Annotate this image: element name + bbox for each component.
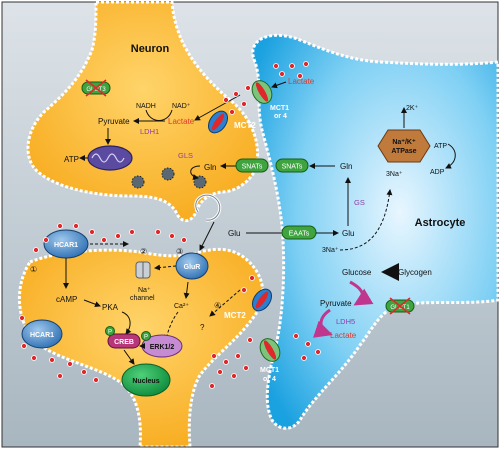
mct2-transporter-top bbox=[207, 110, 229, 134]
erk-label: ERK1/2 bbox=[150, 344, 175, 351]
creb-label: CREB bbox=[114, 339, 134, 346]
atpase-line1-label: Na⁺/K⁺ bbox=[392, 139, 416, 146]
eaats-transporter: EAATs bbox=[281, 225, 317, 240]
glut3-label: GLUT3 bbox=[86, 87, 106, 93]
step2-label: ② bbox=[140, 247, 147, 256]
atpase-line2-label: ATPase bbox=[391, 148, 416, 155]
lactate-molecule-dots bbox=[19, 61, 321, 389]
pyruvate-label: Pyruvate bbox=[98, 117, 130, 126]
na-channel bbox=[135, 261, 151, 279]
nucleus: Nucleus bbox=[121, 363, 171, 397]
glut3-transporter: GLUT3 bbox=[81, 79, 111, 97]
mct1-top-line1: MCT1 bbox=[270, 105, 289, 112]
glycolysis-arrow bbox=[349, 280, 374, 306]
eaats-label: EAATs bbox=[289, 231, 310, 238]
gln-astro-label: Gln bbox=[340, 162, 352, 171]
glut1-transporter: GLUT1 bbox=[385, 297, 415, 315]
atp-label: ATP bbox=[64, 155, 79, 164]
na-channel-line2: channel bbox=[130, 295, 155, 302]
adp-label: ADP bbox=[430, 169, 445, 176]
glu-synapse-label: Glu bbox=[228, 229, 240, 238]
na-k-atpase: Na⁺/K⁺ ATPase bbox=[377, 129, 431, 163]
atp-hydrolysis-arrow bbox=[445, 143, 456, 169]
glu-to-glur-arrow bbox=[199, 221, 215, 251]
creb-protein: CREB P bbox=[105, 326, 141, 349]
snats-left-label: SNATs bbox=[242, 164, 263, 171]
pka-label: PKA bbox=[102, 303, 119, 312]
hcar1-receptor-top: HCAR1 bbox=[43, 229, 89, 259]
lactate-astro-bottom-label: Lactate bbox=[330, 331, 357, 340]
pka-to-creb-arrow bbox=[121, 311, 132, 335]
mct2-transporter-bottom bbox=[251, 288, 273, 312]
step4-label: ④ bbox=[214, 301, 221, 310]
creb-to-nucleus-arrow bbox=[123, 349, 135, 365]
vesicle-fusion-outline bbox=[195, 194, 221, 221]
glur-label: GluR bbox=[184, 264, 201, 271]
hcar1-bottom-label: HCAR1 bbox=[30, 332, 54, 339]
pyruvate-to-lactate-arrow bbox=[312, 308, 333, 338]
k2-label: 2K⁺ bbox=[406, 105, 419, 112]
mitochondrion-icon bbox=[87, 145, 133, 171]
mct2-top-label: MCT2 bbox=[234, 121, 256, 130]
step3-label: ③ bbox=[176, 247, 183, 256]
na-to-pump-arrow bbox=[339, 189, 393, 251]
nad-label: NAD⁺ bbox=[172, 103, 191, 110]
gs-label: GS bbox=[354, 198, 365, 207]
neuron-top-body bbox=[26, 0, 259, 223]
mct1-bottom-line1: MCT1 bbox=[260, 367, 279, 374]
snats-right-label: SNATs bbox=[282, 164, 303, 171]
glycogen-label: Glycogen bbox=[398, 268, 432, 277]
ldh1-label: LDH1 bbox=[140, 127, 159, 136]
lactate-uptake-arrow bbox=[194, 94, 241, 121]
gln-to-glu-arrow bbox=[190, 165, 201, 180]
snats-left-transporter: SNATs bbox=[235, 158, 269, 173]
gls-label: GLS bbox=[178, 151, 193, 160]
gln-neuron-label: Gln bbox=[204, 163, 216, 172]
glur-receptor: GluR bbox=[175, 252, 209, 280]
phospho-p-label-2: P bbox=[144, 335, 148, 341]
na3-top-label: 3Na⁺ bbox=[386, 171, 403, 178]
ldh5-label: LDH5 bbox=[336, 317, 355, 326]
glur-to-ca-arrow bbox=[183, 281, 190, 299]
hcar1-receptor-bottom: HCAR1 bbox=[21, 319, 63, 349]
phospho-p-label: P bbox=[108, 330, 112, 336]
ca-to-erk-arrow bbox=[164, 311, 179, 341]
camp-to-pka-arrow bbox=[83, 299, 101, 308]
nucleus-label: Nucleus bbox=[132, 378, 159, 385]
unknown-label: ? bbox=[200, 323, 205, 332]
camp-label: cAMP bbox=[56, 295, 77, 304]
glut1-label: GLUT1 bbox=[390, 305, 410, 311]
snats-right-transporter: SNATs bbox=[275, 158, 309, 173]
mct1-bottom-line2: or 4 bbox=[263, 376, 276, 383]
pyruvate-astro-label: Pyruvate bbox=[320, 299, 352, 308]
atp-astro-label: ATP bbox=[434, 143, 447, 150]
nadh-label: NADH bbox=[136, 103, 156, 110]
lactate-export-arrow bbox=[271, 81, 287, 89]
glucose-label: Glucose bbox=[342, 268, 372, 277]
mct1-transporter-bottom bbox=[259, 338, 281, 362]
astrocyte-title: Astrocyte bbox=[415, 217, 466, 229]
na3-mid-label: 3Na⁺ bbox=[322, 247, 339, 254]
mct2-bottom-label: MCT2 bbox=[224, 311, 246, 320]
neuron-title: Neuron bbox=[131, 43, 170, 55]
glur-to-na-arrow bbox=[154, 264, 177, 271]
ca-label: Ca²⁺ bbox=[174, 303, 189, 310]
glu-astro-label: Glu bbox=[342, 229, 354, 238]
hcar1-top-label: HCAR1 bbox=[54, 242, 78, 249]
mct1-transporter-top bbox=[251, 80, 273, 104]
step1-label: ① bbox=[30, 265, 37, 274]
mct1-top-line2: or 4 bbox=[274, 113, 287, 120]
lactate-label: Lactate bbox=[168, 117, 195, 126]
na-channel-line1: Na⁺ bbox=[138, 287, 151, 294]
mct2-signal-arrow bbox=[209, 289, 241, 317]
lactate-astro-top-label: Lactate bbox=[288, 77, 315, 86]
